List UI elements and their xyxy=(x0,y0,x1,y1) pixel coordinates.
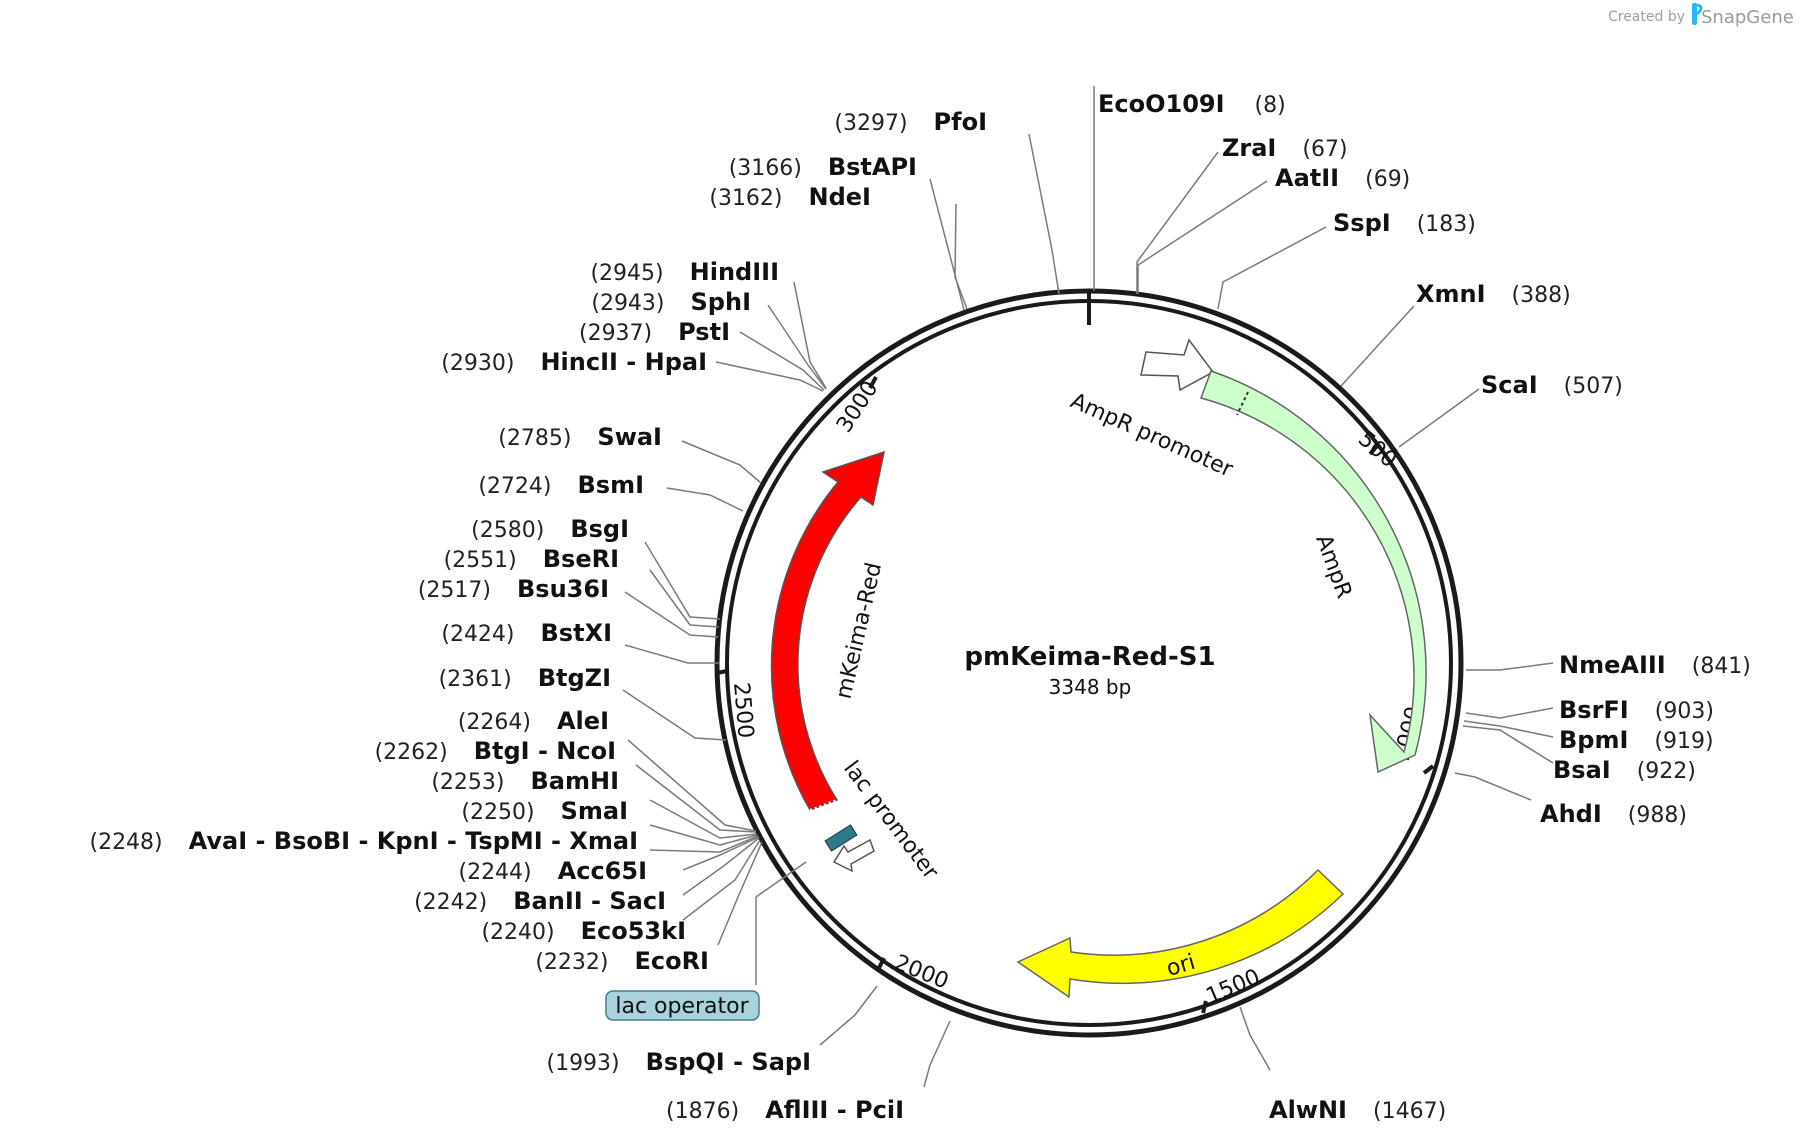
site-HincII-HpaI[interactable]: (2930)HincII - HpaI xyxy=(441,348,707,376)
site-HindIII[interactable]: (2945)HindIII xyxy=(590,258,779,286)
ampr-label: AmpR xyxy=(1310,532,1356,602)
site-AlwNI[interactable]: AlwNI(1467) xyxy=(1269,1096,1446,1124)
site-SspI[interactable]: SspI(183) xyxy=(1333,209,1476,237)
tick-1000 xyxy=(1422,764,1435,775)
lac-operator-callout-label: lac operator xyxy=(615,994,749,1019)
site-BstAPI[interactable]: (3166)BstAPI xyxy=(729,153,917,181)
tick-2500 xyxy=(716,669,728,675)
site-PfoI[interactable]: (3297)PfoI xyxy=(834,108,987,136)
site-PstI[interactable]: (2937)PstI xyxy=(579,318,730,346)
site-BsrFI[interactable]: BsrFI(903) xyxy=(1559,696,1714,724)
site-BtgZI[interactable]: (2361)BtgZI xyxy=(439,664,611,692)
lac-operator-callout[interactable] xyxy=(605,990,760,1021)
tick-1500 xyxy=(1201,1000,1208,1014)
site-AflIII-PciI[interactable]: (1876)AflIII - PciI xyxy=(666,1096,904,1124)
site-BsaI[interactable]: BsaI(922) xyxy=(1553,756,1696,784)
site-EcoO109I[interactable]: EcoO109I(8) xyxy=(1098,90,1286,118)
site-Acc65I[interactable]: (2244)Acc65I xyxy=(458,857,647,885)
site-AleI[interactable]: (2264)AleI xyxy=(458,707,609,735)
credit-prefix: Created by xyxy=(1608,9,1685,25)
site-AhdI[interactable]: AhdI(988) xyxy=(1540,800,1687,828)
site-AatII[interactable]: AatII(69) xyxy=(1275,164,1410,192)
site-Eco53kI[interactable]: (2240)Eco53kI xyxy=(481,917,686,945)
site-NdeI[interactable]: (3162)NdeI xyxy=(709,183,871,211)
tick-2000 xyxy=(876,957,886,971)
mkeima-red-arrow[interactable] xyxy=(770,450,885,811)
site-BspQI-SapI[interactable]: (1993)BspQI - SapI xyxy=(546,1048,811,1076)
plasmid-name: pmKeima-Red-S1 xyxy=(964,642,1215,672)
lac-operator-box[interactable] xyxy=(824,824,858,852)
mkeima-red-label: mKeima-Red xyxy=(831,560,887,701)
ampr-promoter-arrow[interactable] xyxy=(1140,338,1215,392)
lac-promoter-arrow[interactable] xyxy=(832,838,875,873)
tick-3000 xyxy=(868,376,878,389)
site-BstXI[interactable]: (2424)BstXI xyxy=(441,619,612,647)
ampr-segment-divider xyxy=(1236,391,1249,416)
site-SmaI[interactable]: (2250)SmaI xyxy=(461,797,628,825)
credit-brand[interactable]: SnapGene xyxy=(1701,7,1794,28)
ori-arrow[interactable] xyxy=(1016,868,1345,999)
site-NmeAIII[interactable]: NmeAIII(841) xyxy=(1559,651,1751,679)
site-BanII-SacI[interactable]: (2242)BanII - SacI xyxy=(414,887,666,915)
site-ScaI[interactable]: ScaI(507) xyxy=(1481,371,1623,399)
tick-label-2000: 2000 xyxy=(891,950,952,994)
ampr-gene-arrow[interactable] xyxy=(1200,370,1427,774)
tick-500 xyxy=(1368,444,1379,456)
site-BtgI-NcoI[interactable]: (2262)BtgI - NcoI xyxy=(375,737,616,765)
lac-promoter-label: lac promoter xyxy=(838,757,943,885)
site-SphI[interactable]: (2943)SphI xyxy=(591,288,751,316)
site-BpmI[interactable]: BpmI(919) xyxy=(1559,726,1714,754)
site-BseRI[interactable]: (2551)BseRI xyxy=(444,545,619,573)
tick-label-2500: 2500 xyxy=(728,681,758,739)
site-BsmI[interactable]: (2724)BsmI xyxy=(478,471,644,499)
site-SwaI[interactable]: (2785)SwaI xyxy=(498,423,662,451)
restriction-sites: EcoO109I(8) ZraI(67) AatII(69) SspI(183)… xyxy=(89,90,1750,1124)
site-BsgI[interactable]: (2580)BsgI xyxy=(471,515,629,543)
tick-marks xyxy=(716,293,1435,1014)
snapgene-logo-icon xyxy=(1692,3,1703,25)
site-AvaI-group[interactable]: (2248)AvaI - BsoBI - KpnI - TspMI - XmaI xyxy=(89,827,638,855)
site-XmnI[interactable]: XmnI(388) xyxy=(1416,280,1571,308)
site-BamHI[interactable]: (2253)BamHI xyxy=(431,767,619,795)
ampr-promoter-label: AmpR promoter xyxy=(1067,389,1238,483)
site-leaders xyxy=(622,86,1554,1088)
plasmid-length: 3348 bp xyxy=(1049,675,1132,699)
site-Bsu36I[interactable]: (2517)Bsu36I xyxy=(418,575,609,603)
site-EcoRI[interactable]: (2232)EcoRI xyxy=(535,947,709,975)
tick-label-1500: 1500 xyxy=(1203,965,1264,1010)
site-ZraI[interactable]: ZraI(67) xyxy=(1222,134,1348,162)
